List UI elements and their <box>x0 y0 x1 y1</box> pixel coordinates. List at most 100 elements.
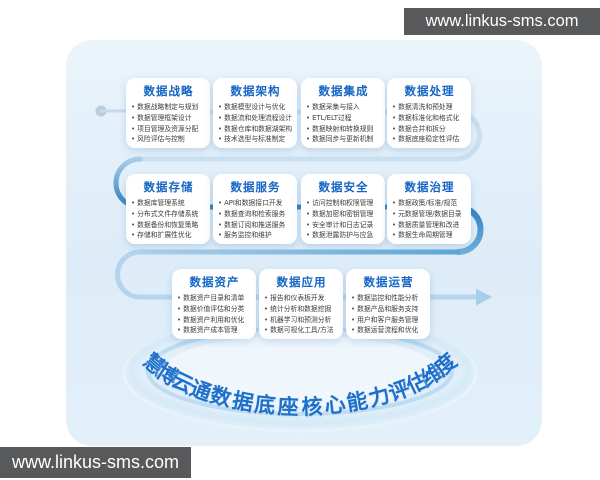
bullet-dot-icon: • <box>306 199 311 207</box>
bullet-text: 数据政策/标准/规范 <box>398 199 458 207</box>
capability-box: 数据处理 •数据清洗和预处理•数据标准化和格式化•数据合并和拆分•数据底座稳定性… <box>387 78 471 149</box>
bullet-dot-icon: • <box>306 231 311 240</box>
bullet-dot-icon: • <box>351 326 356 335</box>
bullet-text: 技术选型与标准制定 <box>224 135 286 144</box>
bullet-item: •数据订阅和推送服务 <box>218 220 293 231</box>
box-bullet-list: •数据监控和性能分析•数据产品和服务支持•用户和客户服务管理•数据运营流程和优化 <box>351 293 426 336</box>
bullet-text: 数据查询和检索服务 <box>224 209 286 218</box>
watermark-top-right: www.linkus-sms.com <box>404 8 600 35</box>
bullet-text: 数据映射和转换规则 <box>312 124 374 133</box>
capability-box: 数据存储 •数据库管理系统•分布式文件存储系统•数据备份和恢复策略•存储和扩展性… <box>126 174 210 245</box>
capability-box: 数据架构 •数据模型设计与优化•数据流和处理流程设计•数据仓库和数据湖架构•技术… <box>213 78 297 149</box>
bullet-dot-icon: • <box>177 304 182 313</box>
bullet-item: •风险评估与控制 <box>131 134 206 145</box>
box-bullet-list: •数据模型设计与优化•数据流和处理流程设计•数据仓库和数据湖架构•技术选型与标准… <box>218 102 293 145</box>
bullet-item: •访问控制和权限管理 <box>306 198 381 209</box>
bullet-item: •安全审计和日志记录 <box>306 220 381 231</box>
bullet-item: •数据合并和拆分 <box>392 124 467 135</box>
bullet-text: 数据同步与更新机制 <box>312 135 374 144</box>
capability-box: 数据治理 •数据政策/标准/规范•元数据管理/数据目录•数据质量管理和改进•数据… <box>387 174 471 245</box>
bullet-dot-icon: • <box>392 113 397 122</box>
bullet-text: 数据监控和性能分析 <box>357 294 419 302</box>
box-bullet-list: •数据资产目录和清单•数据价值评估和分类•数据资产利用和优化•数据资产成本管理 <box>177 293 252 336</box>
bullet-text: 服务监控和维护 <box>224 231 272 240</box>
capability-box: 数据服务 •API和数据接口开发•数据查询和检索服务•数据订阅和推送服务•服务监… <box>213 174 297 245</box>
bullet-text: 数据合并和拆分 <box>398 124 446 133</box>
bullet-dot-icon: • <box>218 209 223 218</box>
bullet-item: •数据价值评估和分类 <box>177 304 252 315</box>
bullet-dot-icon: • <box>218 199 223 207</box>
bullet-item: •数据产品和服务支持 <box>351 304 426 315</box>
bullet-item: •数据资产利用和优化 <box>177 315 252 326</box>
bullet-item: •数据流和处理流程设计 <box>218 113 293 124</box>
bullet-dot-icon: • <box>131 124 136 133</box>
bullet-dot-icon: • <box>264 326 269 335</box>
bullet-text: 访问控制和权限管理 <box>312 199 374 207</box>
bullet-item: •数据模型设计与优化 <box>218 102 293 113</box>
bullet-text: 数据管理框架设计 <box>137 113 192 122</box>
bullet-dot-icon: • <box>392 124 397 133</box>
bullet-text: 项目管理及资源分配 <box>137 124 199 133</box>
bullet-item: •数据战略制定与规划 <box>131 102 206 113</box>
bullet-item: •数据泄露防护与应急 <box>306 230 381 241</box>
bullet-item: •分布式文件存储系统 <box>131 209 206 220</box>
box-title: 数据运营 <box>363 275 414 289</box>
bullet-item: •数据备份和恢复策略 <box>131 220 206 231</box>
box-title: 数据服务 <box>230 180 281 194</box>
bullet-text: 元数据管理/数据目录 <box>398 209 462 218</box>
bullet-dot-icon: • <box>177 294 182 302</box>
bullet-item: •数据可视化工具/方法 <box>264 325 339 336</box>
bullet-dot-icon: • <box>351 304 356 313</box>
bullet-text: 数据模型设计与优化 <box>224 103 286 111</box>
bullet-text: 数据资产利用和优化 <box>183 315 245 324</box>
capability-box: 数据应用 •报告和仪表板开发•统计分析和数据挖掘•机器学习和预测分析•数据可视化… <box>259 269 343 340</box>
bullet-text: 数据标准化和格式化 <box>398 113 460 122</box>
bullet-text: API和数据接口开发 <box>224 199 283 207</box>
bullet-dot-icon: • <box>306 209 311 218</box>
box-bullet-list: •API和数据接口开发•数据查询和检索服务•数据订阅和推送服务•服务监控和维护 <box>218 198 293 241</box>
bullet-text: 用户和客户服务管理 <box>357 315 419 324</box>
bullet-dot-icon: • <box>131 209 136 218</box>
bullet-item: •项目管理及资源分配 <box>131 124 206 135</box>
bullet-item: •数据库管理系统 <box>131 198 206 209</box>
bullet-dot-icon: • <box>264 315 269 324</box>
bullet-text: 机器学习和预测分析 <box>270 315 332 324</box>
box-bullet-list: •访问控制和权限管理•数据加密和密钥管理•安全审计和日志记录•数据泄露防护与应急 <box>306 198 381 241</box>
bullet-item: •数据同步与更新机制 <box>306 134 381 145</box>
bullet-text: 安全审计和日志记录 <box>312 220 374 229</box>
bullet-item: •数据监控和性能分析 <box>351 293 426 304</box>
bullet-item: •数据清洗和预处理 <box>392 102 467 113</box>
bullet-dot-icon: • <box>264 294 269 302</box>
bullet-text: 统计分析和数据挖掘 <box>270 304 332 313</box>
bullet-text: ETL/ELT过程 <box>312 113 352 122</box>
capability-box: 数据运营 •数据监控和性能分析•数据产品和服务支持•用户和客户服务管理•数据运营… <box>346 269 430 340</box>
bullet-text: 风险评估与控制 <box>137 135 185 144</box>
bullet-dot-icon: • <box>218 220 223 229</box>
bullet-dot-icon: • <box>131 135 136 144</box>
bullet-item: •机器学习和预测分析 <box>264 315 339 326</box>
bullet-item: •数据管理框架设计 <box>131 113 206 124</box>
bullet-item: •报告和仪表板开发 <box>264 293 339 304</box>
bullet-dot-icon: • <box>218 103 223 111</box>
bullet-dot-icon: • <box>177 315 182 324</box>
capability-box: 数据资产 •数据资产目录和清单•数据价值评估和分类•数据资产利用和优化•数据资产… <box>172 269 256 340</box>
bullet-dot-icon: • <box>306 103 311 111</box>
bullet-dot-icon: • <box>392 103 397 111</box>
bullet-item: •数据映射和转换规则 <box>306 124 381 135</box>
bullet-item: •数据资产目录和清单 <box>177 293 252 304</box>
bullet-dot-icon: • <box>131 103 136 111</box>
bullet-dot-icon: • <box>392 209 397 218</box>
box-bullet-list: •数据政策/标准/规范•元数据管理/数据目录•数据质量管理和改进•数据生命周期管… <box>392 198 467 241</box>
box-title: 数据资产 <box>189 275 240 289</box>
bullet-item: •数据采集与接入 <box>306 102 381 113</box>
bullet-dot-icon: • <box>392 220 397 229</box>
box-title: 数据战略 <box>143 84 194 98</box>
bullet-dot-icon: • <box>131 220 136 229</box>
bullet-text: 数据加密和密钥管理 <box>312 209 374 218</box>
bullet-dot-icon: • <box>264 304 269 313</box>
bullet-text: 报告和仪表板开发 <box>270 294 325 302</box>
bullet-dot-icon: • <box>392 135 397 144</box>
box-title: 数据处理 <box>404 84 455 98</box>
bullet-text: 数据资产目录和清单 <box>183 294 245 302</box>
